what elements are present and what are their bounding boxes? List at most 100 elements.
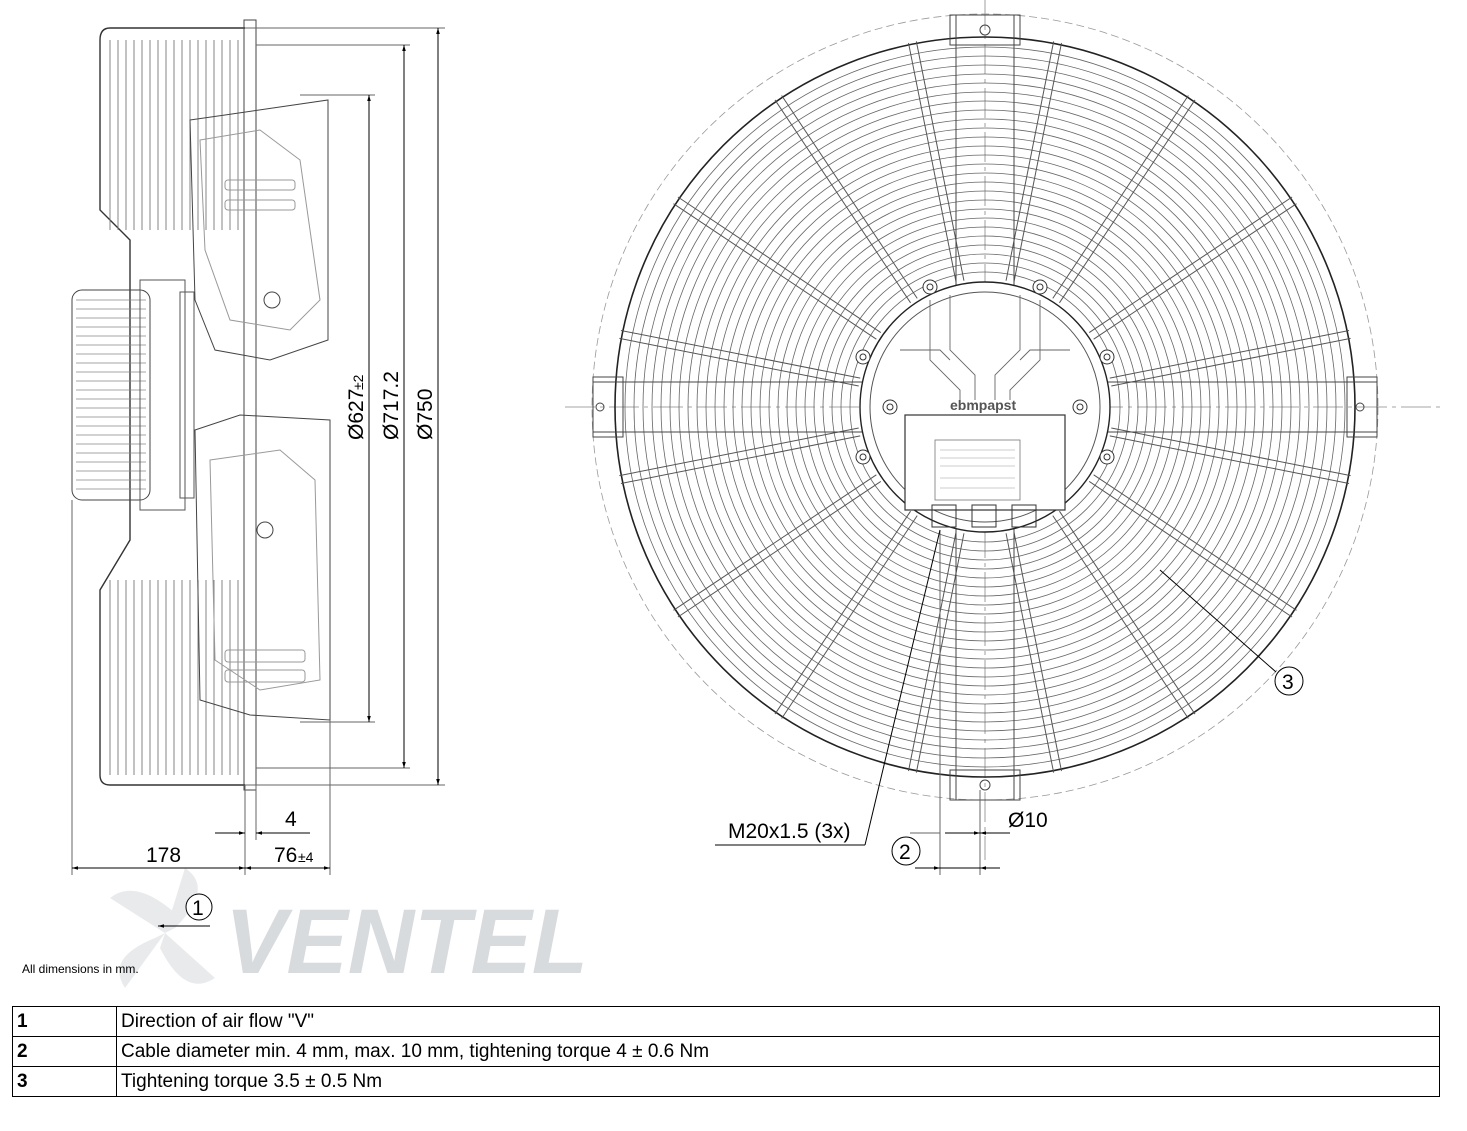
guard-spoke (1052, 95, 1189, 299)
guard-spoke (1059, 99, 1196, 304)
guard-spoke (1088, 196, 1293, 333)
dim-d627-tolerance: ±2 (350, 374, 366, 390)
svg-text:3: 3 (1282, 671, 1294, 694)
dim-width-76-tolerance: ±4 (298, 849, 314, 865)
guard-spoke (620, 435, 861, 484)
guard-spoke (1109, 330, 1350, 379)
guard-spoke (1052, 515, 1189, 719)
ventel-watermark-logo: VENTEL (110, 868, 588, 993)
hub-bolt-center (1103, 453, 1111, 461)
guard-ring (759, 181, 1211, 633)
hub-bolt-center (859, 453, 867, 461)
guard-ring (831, 253, 1139, 561)
hub-bolt (1072, 399, 1088, 415)
legend-text: Direction of air flow "V" (116, 1006, 1440, 1037)
legend-row: 1 Direction of air flow "V" (12, 1006, 1440, 1037)
svg-text:1: 1 (192, 897, 204, 920)
guard-ring (795, 217, 1175, 597)
watermark-text: VENTEL (225, 891, 588, 993)
dim-width-178: 178 (146, 844, 181, 867)
guard-ring (768, 190, 1202, 624)
guard-ring (822, 244, 1148, 570)
hub-bolt (855, 449, 871, 465)
guard-ring (786, 208, 1184, 606)
dim-width-4: 4 (285, 808, 297, 831)
guard-spoke (774, 510, 911, 715)
svg-text:2: 2 (899, 841, 911, 864)
fan-technical-drawing: Ø750 Ø717.2 Ø627 ±2 4 178 76 ±4 1 (71, 0, 1440, 928)
guard-ring (642, 64, 1328, 750)
dimensions-note: All dimensions in mm. (22, 962, 139, 976)
guard-spoke (1013, 42, 1062, 283)
guard-spoke (677, 196, 882, 333)
guard-spoke (781, 515, 918, 719)
legend-text: Tightening torque 3.5 ± 0.5 Nm (116, 1066, 1440, 1097)
guard-spoke (677, 481, 882, 618)
side-view (71, 19, 331, 791)
guard-spoke (1093, 474, 1297, 611)
hub-bolt-center (926, 283, 934, 291)
legend-number: 3 (12, 1066, 117, 1097)
guard-ring (714, 136, 1256, 678)
guard-ring (732, 154, 1238, 660)
guard-ring (624, 46, 1346, 768)
guard-spoke (908, 531, 957, 772)
guard-ring (705, 127, 1265, 687)
callout-3-torque: 3 (1274, 666, 1304, 696)
guard-spoke (619, 337, 859, 387)
guard-ring (741, 163, 1229, 651)
guard-ring (813, 235, 1157, 579)
dim-d717: Ø717.2 (380, 371, 403, 440)
guard-spoke (619, 427, 859, 477)
guard-spoke (774, 99, 911, 304)
guard-spoke (1093, 203, 1297, 340)
guard-spoke (1111, 427, 1351, 477)
dim-thread-m20: M20x1.5 (3x) (728, 820, 851, 843)
guard-spoke (1059, 510, 1196, 715)
hub-bolt (882, 399, 898, 415)
legend-row: 3 Tightening torque 3.5 ± 0.5 Nm (12, 1066, 1440, 1097)
guard-ring (777, 199, 1193, 615)
guard-ring (660, 82, 1310, 732)
dim-d750: Ø750 (414, 389, 437, 440)
guard-spoke (1109, 435, 1350, 484)
callout-2-cable-gland: 2 (891, 836, 921, 866)
hub-bolt-center (886, 403, 894, 411)
hub-bolt-center (1036, 283, 1044, 291)
guard-spoke (673, 203, 877, 340)
guard-ring (750, 172, 1220, 642)
guard-spoke (673, 474, 877, 611)
guard-ring (804, 226, 1166, 588)
guard-spoke (781, 95, 918, 299)
guard-ring (651, 73, 1319, 741)
guard-ring (633, 55, 1337, 759)
dim-d10: Ø10 (1008, 809, 1048, 832)
dim-width-76: 76 (274, 844, 297, 867)
dim-d627: Ø627 (345, 389, 368, 440)
hub-bolt-center (1076, 403, 1084, 411)
legend-number: 2 (12, 1036, 117, 1067)
guard-ring (849, 271, 1121, 543)
guard-spoke (908, 42, 957, 283)
guard-spoke (1111, 337, 1351, 387)
legend-table: 1 Direction of air flow "V" 2 Cable diam… (12, 1006, 1440, 1097)
guard-spoke (1088, 481, 1293, 618)
callout-1-airflow: 1 (158, 893, 213, 928)
hub-bolt (855, 349, 871, 365)
guard-spoke (620, 330, 861, 379)
hub-bolt (1099, 449, 1115, 465)
front-view (565, 0, 1440, 860)
guard-ring (696, 118, 1274, 696)
guard-spoke (1013, 531, 1062, 772)
guard-ring (723, 145, 1247, 669)
ebmpapst-brand-plate: ebmpapst (950, 397, 1016, 413)
hub-bolt-center (1103, 353, 1111, 361)
hub-bolt (1099, 349, 1115, 365)
front-view-dimension-lines (715, 529, 1277, 875)
side-view-dimension-lines (71, 27, 445, 875)
hub-bolt-center (859, 353, 867, 361)
legend-text: Cable diameter min. 4 mm, max. 10 mm, ti… (116, 1036, 1440, 1067)
hub-bolt (922, 279, 938, 295)
guard-ring (678, 100, 1292, 714)
legend-number: 1 (12, 1006, 117, 1037)
